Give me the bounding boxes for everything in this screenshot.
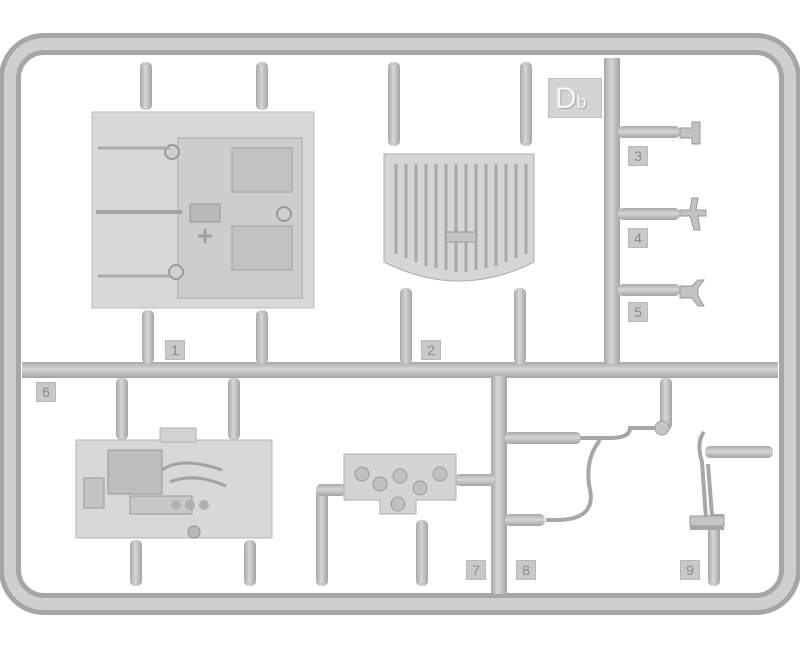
part-7-instrument-panel — [343, 453, 457, 515]
part-5-handle — [679, 279, 705, 307]
part-9-lever — [689, 430, 725, 530]
sprue-frame — [0, 33, 800, 615]
part-number-9: 9 — [680, 560, 700, 580]
sprue-code-tag: Db — [548, 78, 602, 118]
part-8-cable — [546, 420, 670, 522]
sprue-gates — [116, 62, 720, 586]
part-4-handle — [679, 197, 707, 231]
part-number-7: 7 — [466, 560, 486, 580]
sprue-runner-vertical — [491, 58, 620, 594]
sprue-code-letter: D — [555, 82, 577, 115]
part-number-1: 1 — [165, 340, 185, 360]
part-number-2: 2 — [421, 340, 441, 360]
part-number-3: 3 — [628, 146, 648, 166]
part-3-handle — [679, 121, 701, 145]
sprue-code-suffix: b — [576, 92, 587, 112]
part-2-radiator — [383, 153, 535, 282]
part-number-4: 4 — [628, 228, 648, 248]
part-number-8: 8 — [516, 560, 536, 580]
part-number-6: 6 — [36, 382, 56, 402]
part-1-chassis-plate — [91, 111, 315, 309]
part-6-engine — [75, 427, 273, 539]
sprue-runner-horizontal — [22, 362, 778, 378]
part-number-5: 5 — [628, 302, 648, 322]
